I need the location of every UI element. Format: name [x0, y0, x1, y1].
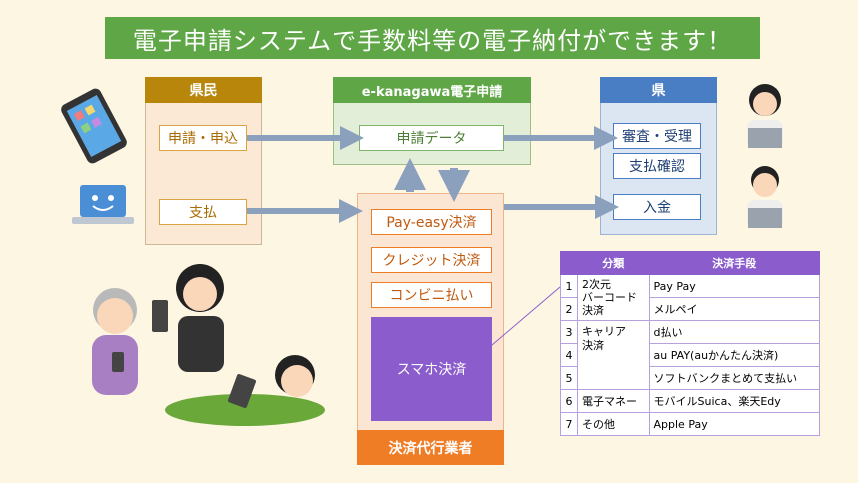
table-header-row: 分類 決済手段 [560, 251, 821, 275]
table-row: 6 電子マネー モバイルSuica、楽天Edy [560, 389, 821, 413]
payment-method-credit: クレジット決済 [371, 247, 492, 273]
smartphone-illustration [61, 88, 127, 164]
row-method: au PAY(auかんたん決済) [648, 343, 821, 367]
row-category: その他 [577, 412, 650, 436]
row-category: 2次元 バーコード 決済 [577, 274, 650, 321]
table-row: 1 2次元 バーコード 決済 Pay Pay [560, 274, 821, 321]
citizen-apply-box: 申請・申込 [159, 125, 247, 151]
row-number: 1 [560, 274, 578, 298]
citizen-header: 県民 [145, 77, 262, 103]
row-method: モバイルSuica、楽天Edy [648, 389, 821, 413]
table-row: 3 キャリア 決済 d払い [560, 320, 821, 390]
payment-confirm-box: 支払確認 [613, 153, 701, 179]
row-method: ソフトバンクまとめて支払い [648, 366, 821, 390]
row-number: 2 [560, 297, 578, 321]
man-lying-illustration [165, 355, 325, 426]
table-header-method: 決済手段 [648, 251, 821, 275]
row-number: 7 [560, 412, 578, 436]
row-category: 電子マネー [577, 389, 650, 413]
callout-line [491, 286, 561, 346]
deposit-box: 入金 [613, 194, 701, 220]
row-number: 6 [560, 389, 578, 413]
row-number: 3 [560, 320, 578, 344]
payment-method-payeasy: Pay-easy決済 [371, 209, 492, 235]
row-category: キャリア 決済 [577, 320, 650, 390]
row-method: メルペイ [648, 297, 821, 321]
row-method: d払い [648, 320, 821, 344]
prefecture-header: 県 [600, 77, 717, 103]
payment-methods-table: 分類 決済手段 1 2次元 バーコード 決済 Pay Pay 2 メルペイ 3 … [560, 251, 821, 436]
table-header-category: 分類 [577, 251, 650, 275]
row-number: 4 [560, 343, 578, 367]
staff-illustration-2 [747, 166, 783, 228]
row-number: 5 [560, 366, 578, 390]
table-row: 5 ソフトバンクまとめて支払い [560, 366, 821, 390]
elderly-woman-illustration [92, 288, 138, 395]
citizen-pay-box: 支払 [159, 199, 247, 225]
table-row: 7 その他 Apple Pay [560, 412, 821, 436]
application-data-box: 申請データ [359, 125, 504, 151]
staff-illustration-1 [747, 84, 783, 148]
woman-illustration [152, 264, 224, 372]
laptop-illustration [72, 185, 134, 224]
payment-method-convenience: コンビニ払い [371, 282, 492, 308]
payment-method-smartphone: スマホ決済 [371, 317, 492, 421]
ekanagawa-header: e-kanagawa電子申請 [333, 77, 531, 103]
table-header-blank [560, 251, 578, 275]
review-box: 審査・受理 [613, 123, 701, 149]
row-method: Apple Pay [648, 412, 821, 436]
payment-agent-footer: 決済代行業者 [357, 430, 504, 465]
row-method: Pay Pay [648, 274, 821, 298]
page-title: 電子申請システムで手数料等の電子納付ができます！ [105, 17, 760, 59]
